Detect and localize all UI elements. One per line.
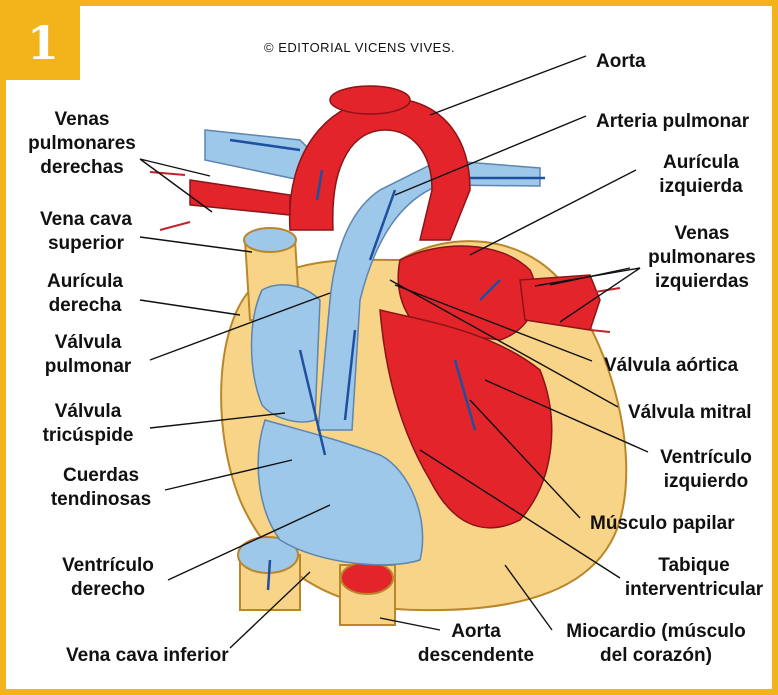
label-valvula-tricuspide: Válvula tricúspide: [42, 401, 134, 446]
aorta-top-opening: [329, 85, 411, 115]
label-ventriculo-derecho: Ventrículo derecho: [62, 555, 154, 600]
label-valvula-pulmonar: Válvula pulmonar: [44, 332, 132, 377]
aorta-descendente-opening: [340, 561, 394, 595]
figure-number-badge: 1: [6, 6, 80, 80]
label-venas-pulmonares-izquierdas: Venas pulmonares izquierdas: [648, 223, 756, 292]
ventriculo-izquierdo-chamber: [379, 309, 553, 529]
label-tabique-interventricular: Tabique interventricular: [624, 555, 764, 600]
copyright-notice: © EDITORIAL VICENS VIVES.: [264, 40, 456, 55]
label-ventriculo-izquierdo: Ventrículo izquierdo: [660, 447, 752, 492]
aorta-arch: [288, 97, 471, 241]
venas-pulmonares-derechas-tubes: [189, 179, 291, 216]
label-arteria-pulmonar: Arteria pulmonar: [596, 111, 750, 132]
ventriculo-derecho-chamber: [257, 419, 424, 566]
vena-cava-superior-opening: [243, 227, 297, 253]
auricula-derecha-chamber: [250, 284, 321, 423]
label-valvula-aortica: Válvula aórtica: [604, 355, 739, 376]
label-venas-pulmonares-derechas: Venas pulmonares derechas: [28, 109, 136, 178]
label-musculo-papilar: Músculo papilar: [590, 513, 735, 534]
heart-illustration: [139, 55, 649, 649]
label-auricula-izquierda: Aurícula izquierda: [659, 152, 743, 197]
label-aorta-descendente: Aorta descendente: [417, 621, 535, 666]
leader-lines: [139, 55, 649, 649]
label-miocardio: Miocardio (músculo del corazón): [566, 621, 746, 666]
label-cuerdas-tendinosas: Cuerdas tendinosas: [50, 465, 152, 510]
label-vena-cava-superior: Vena cava superior: [40, 209, 132, 254]
label-valvula-mitral: Válvula mitral: [628, 402, 752, 423]
label-vena-cava-inferior: Vena cava inferior: [66, 645, 229, 666]
arteria-pulmonar-trunk: [317, 159, 541, 431]
label-auricula-derecha: Aurícula derecha: [46, 271, 124, 316]
label-aorta: Aorta: [596, 51, 646, 72]
blood-flow-arrows: [229, 138, 545, 591]
venas-pulmonares-izquierdas-tubes: [519, 274, 601, 331]
